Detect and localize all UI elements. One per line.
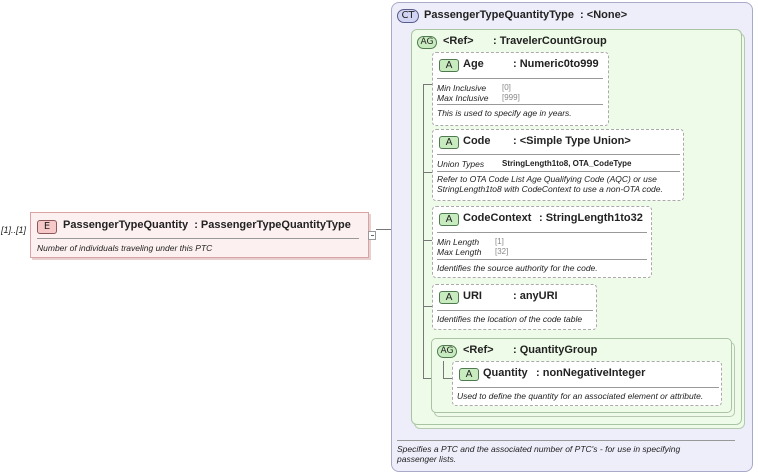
facet-label: Max Inclusive (437, 93, 489, 103)
facet-value: [999] (502, 93, 520, 102)
facet-value: [1] (495, 237, 504, 246)
attribute-badge: A (439, 136, 459, 149)
attribute-type: : Numeric0to999 (513, 58, 599, 70)
attribute-age[interactable]: A Age : Numeric0to999 Min Inclusive [0] … (432, 52, 609, 126)
complex-type-title: PassengerTypeQuantityType : <None> (424, 9, 628, 21)
group-ref: <Ref> (463, 344, 494, 356)
attribute-name: Quantity (483, 367, 528, 379)
attribute-badge: A (439, 291, 459, 304)
attribute-quantity[interactable]: A Quantity : nonNegativeInteger Used to … (452, 361, 722, 406)
facet-label: Max Length (437, 247, 482, 257)
attribute-name: CodeContext (463, 212, 532, 224)
facet-label: Union Types (437, 159, 485, 169)
attribute-doc: Identifies the source authority for the … (437, 263, 598, 273)
attribute-doc: StringLength1to8 with CodeContext to use… (437, 184, 663, 194)
group-name: : TravelerCountGroup (493, 35, 607, 47)
attribute-code[interactable]: A Code : <Simple Type Union> Union Types… (432, 129, 684, 201)
group-ref: <Ref> (443, 35, 474, 47)
attribute-doc: Refer to OTA Code List Age Qualifying Co… (437, 174, 657, 184)
facet-label: Min Length (437, 237, 480, 247)
attribute-type: : anyURI (513, 290, 558, 302)
attribute-name: URI (463, 290, 482, 302)
attribute-type: : <Simple Type Union> (513, 135, 631, 147)
attribute-doc: Used to define the quantity for an assoc… (457, 391, 704, 401)
element-name: PassengerTypeQuantity : PassengerTypeQua… (63, 219, 351, 231)
attribute-badge: A (439, 59, 459, 72)
group-badge: AG (437, 345, 457, 358)
facet-label: Min Inclusive (437, 83, 487, 93)
attribute-name: Age (463, 58, 484, 70)
attribute-name: Code (463, 135, 491, 147)
facet-value: [0] (502, 83, 511, 92)
complex-type-doc: Specifies a PTC and the associated numbe… (397, 444, 681, 464)
attribute-doc: This is used to specify age in years. (437, 108, 572, 118)
group-name: : QuantityGroup (513, 344, 598, 356)
attribute-type: : nonNegativeInteger (536, 367, 646, 379)
attribute-doc: Identifies the location of the code tabl… (437, 314, 583, 324)
complex-type-badge: CT (397, 9, 419, 23)
group-badge: AG (417, 36, 437, 49)
attribute-type: : StringLength1to32 (539, 212, 643, 224)
element-doc: Number of individuals traveling under th… (37, 243, 213, 253)
attribute-badge: A (459, 368, 479, 381)
cardinality-label: [1]..[1] (1, 225, 27, 235)
attribute-codecontext[interactable]: A CodeContext : StringLength1to32 Min Le… (432, 206, 652, 278)
facet-value: [32] (495, 247, 509, 256)
facet-value: StringLength1to8, OTA_CodeType (502, 159, 632, 168)
element-box[interactable]: E PassengerTypeQuantity : PassengerTypeQ… (30, 212, 369, 258)
attribute-uri[interactable]: A URI : anyURI Identifies the location o… (432, 284, 597, 330)
element-badge: E (37, 220, 57, 234)
attribute-badge: A (439, 213, 459, 226)
